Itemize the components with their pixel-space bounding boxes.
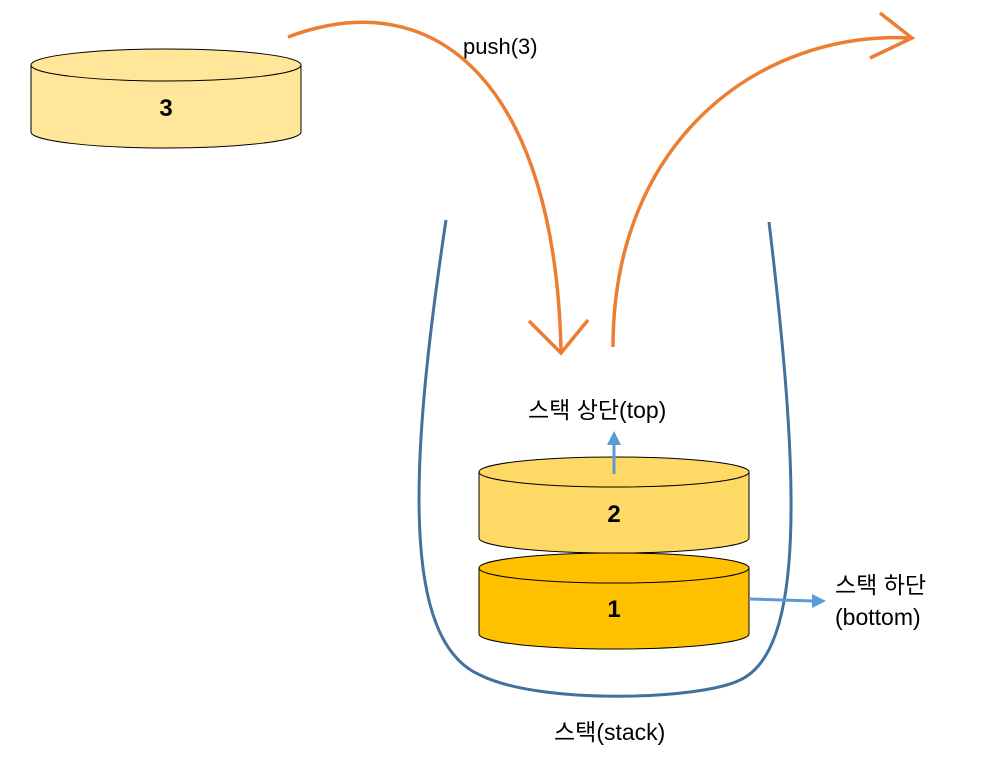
stack-container [417, 219, 793, 698]
bottom-label-line1: 스택 하단 [835, 572, 926, 598]
pop-arrow-head [869, 11, 916, 60]
pop-arrow [611, 35, 913, 348]
stack-disk-2-label: 2 [607, 501, 620, 528]
incoming-disk-label: 3 [159, 95, 172, 122]
incoming-disk-3: 3 [30, 48, 302, 149]
top-pointer-head [607, 431, 621, 445]
bottom-label-line2: (bottom) [835, 604, 921, 630]
push-arrow-head [527, 318, 590, 356]
stack-disk-1: 1 [478, 552, 750, 650]
container-label: 스택(stack) [554, 719, 665, 745]
push-label: push(3) [463, 34, 538, 59]
bottom-pointer-line [748, 597, 815, 603]
push-arrow [287, 20, 563, 351]
top-label: 스택 상단(top) [528, 397, 666, 423]
stack-disk-1-label: 1 [607, 596, 620, 623]
bottom-pointer-head [812, 594, 826, 608]
